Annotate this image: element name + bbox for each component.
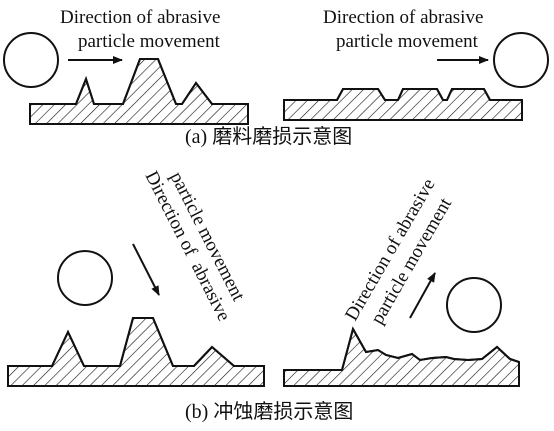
panel-b-left-surface-profile [7,317,265,387]
panel-b-right-abrasive-particle [446,277,502,333]
panel-b-right-label: Direction of abrasive particle movement [341,175,456,328]
panel-b-left-surface-line [8,317,264,367]
panel-a-left-label-line2: particle movement [78,31,221,52]
panel-b-left-direction-arrow [132,243,160,296]
panel-a-left-label-line1: Direction of abrasive [60,7,220,28]
panel-a-right-abrasive-particle [493,32,549,88]
panel-a-right: Direction of abrasive particle movement [283,7,549,121]
panel-b-right-surface-line [284,326,520,371]
panel-a-left-abrasive-particle [3,32,59,88]
panel-b-left: Direction of abrasive particle movement [7,168,265,387]
panel-b-left-label: Direction of abrasive particle movement [141,168,250,325]
panel-a-left-surface-line [30,58,248,105]
panel-b-left-abrasive-particle [57,250,113,306]
panel-a-caption: (a) 磨料磨损示意图 [185,125,352,148]
panel-b-caption: (b) 冲蚀磨损示意图 [185,400,353,423]
panel-a-left-surface-profile [29,58,249,125]
panel-a-left: Direction of abrasive particle movement [3,7,249,125]
panel-a-right-label-line1: Direction of abrasive [323,7,483,28]
panel-b-right-direction-arrow [409,272,436,319]
panel-a-right-label-line2: particle movement [336,31,479,52]
panel-a-right-surface-line [284,88,522,101]
panel-b-right: Direction of abrasive particle movement [283,175,520,387]
